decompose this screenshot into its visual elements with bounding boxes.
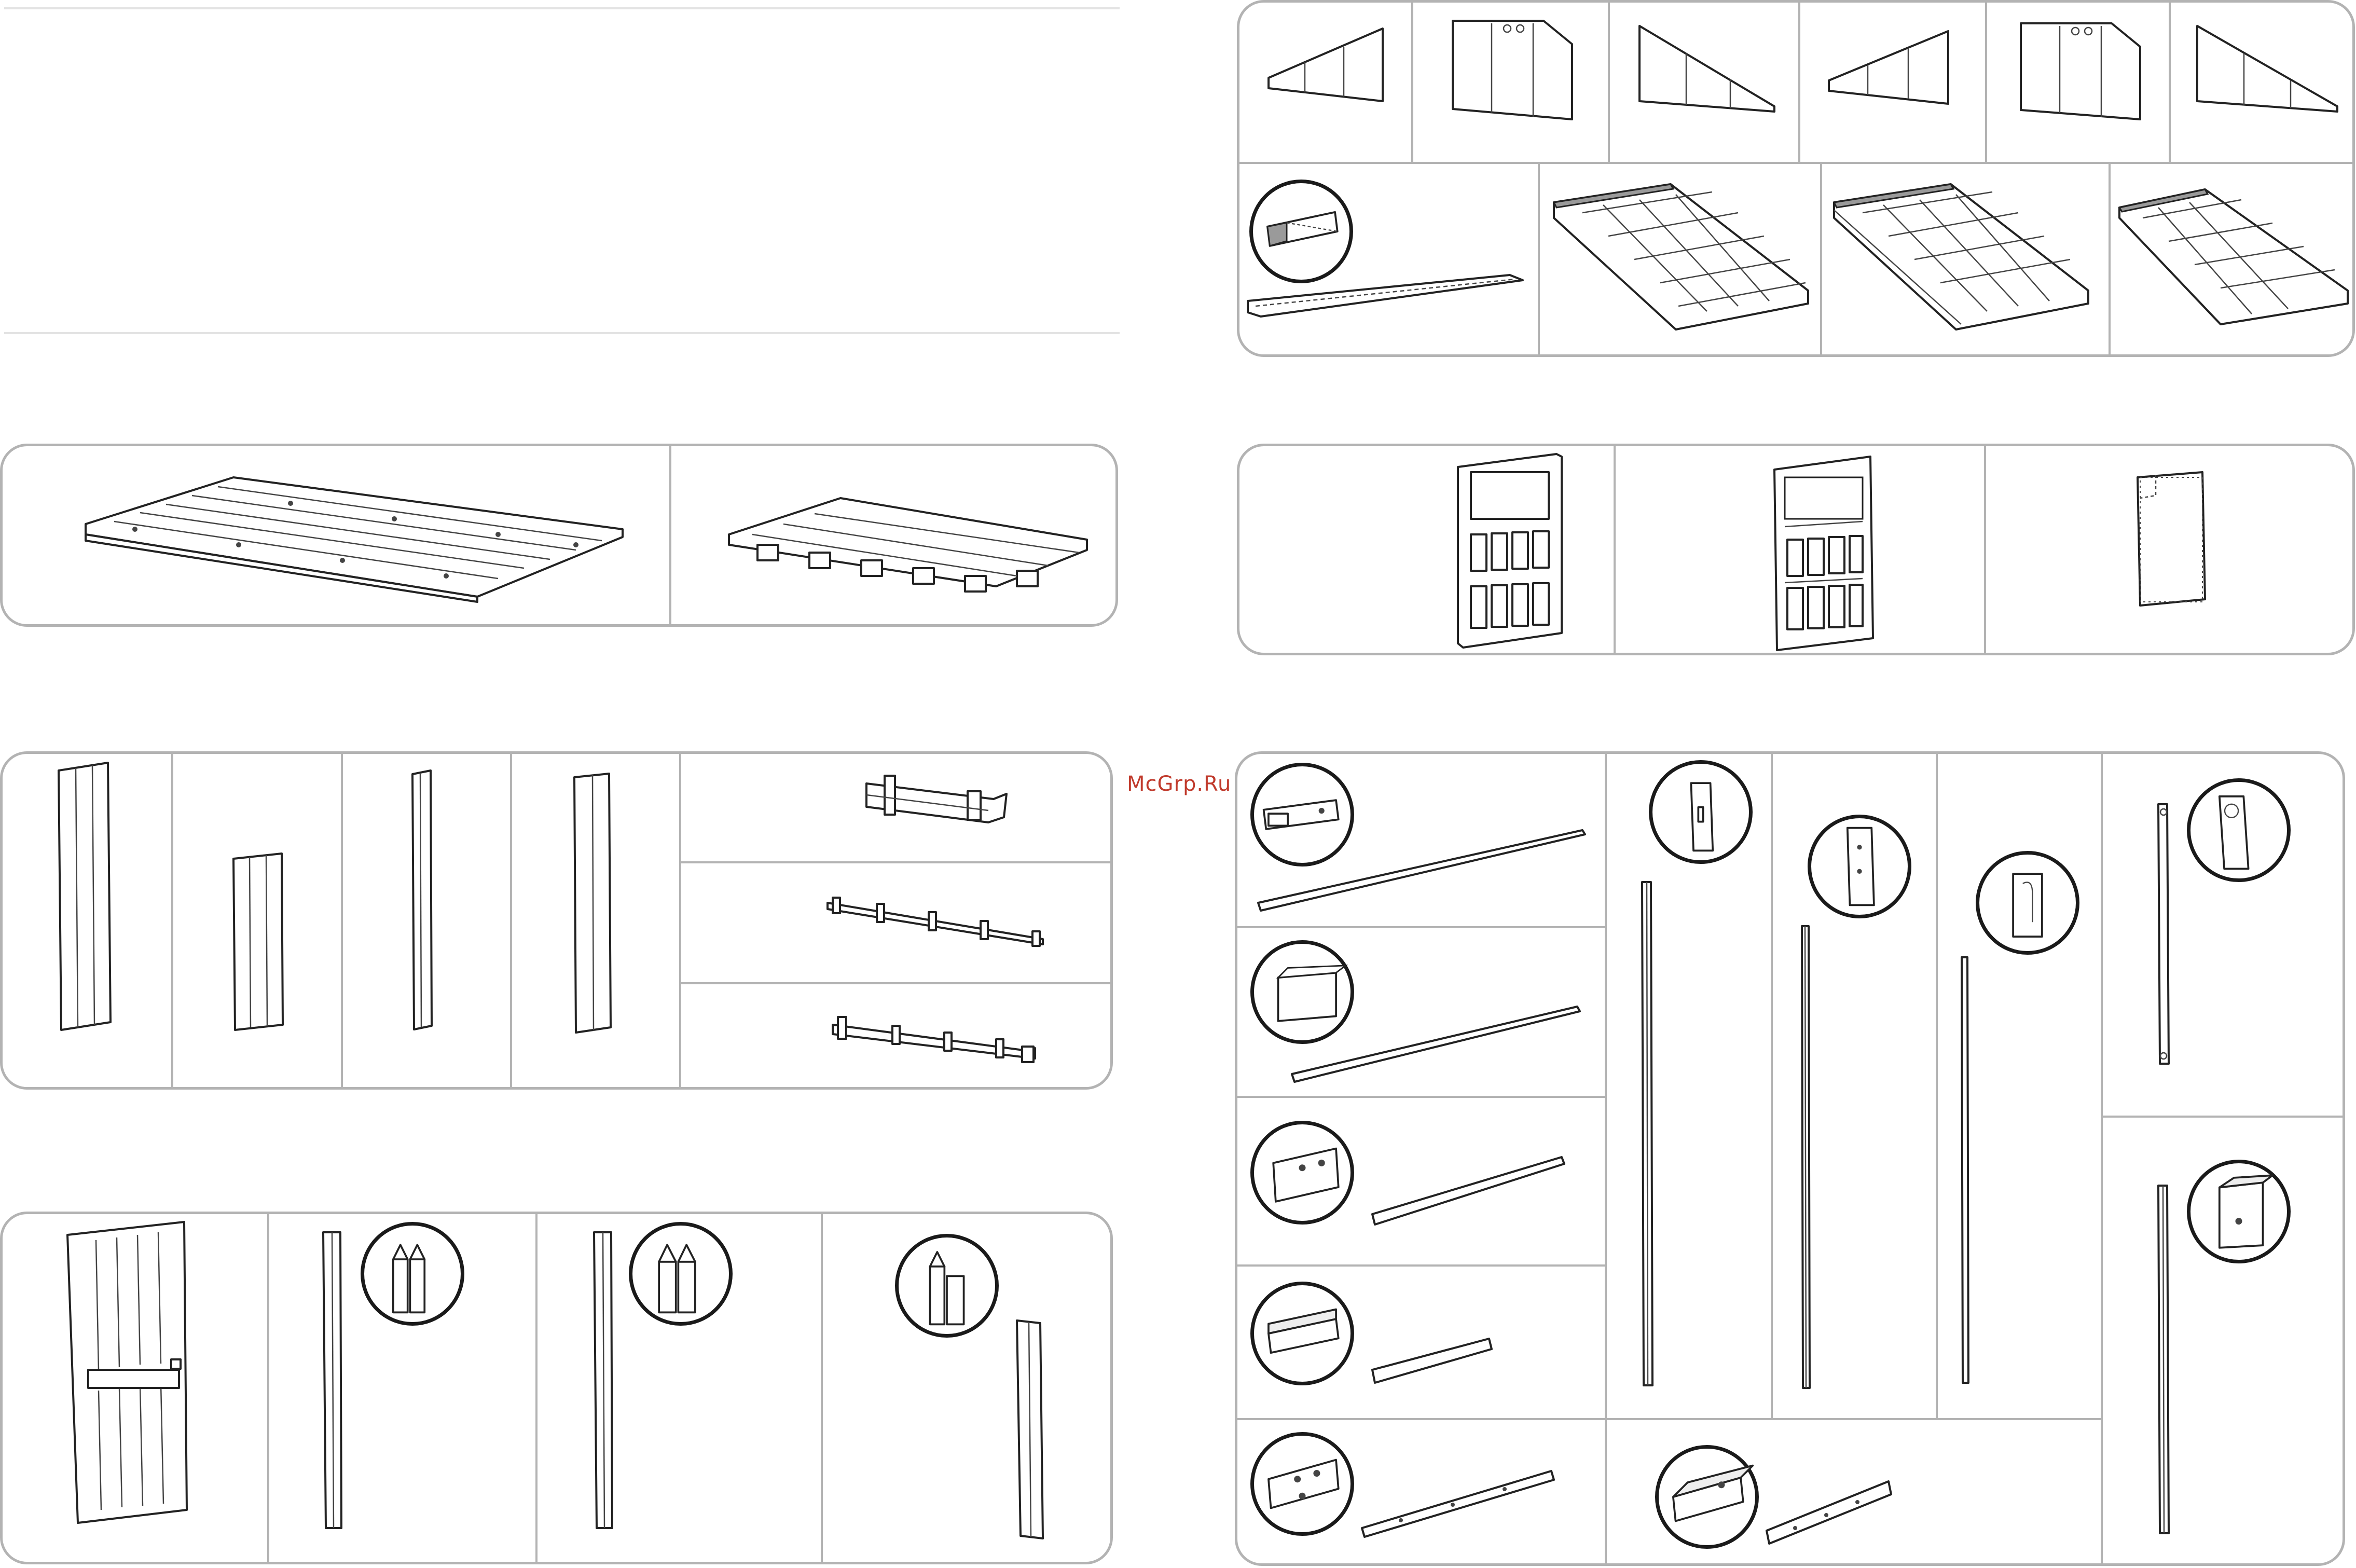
divider bbox=[821, 1213, 823, 1563]
magnifier-callout-icon bbox=[2187, 778, 2291, 882]
divider bbox=[1820, 163, 1822, 356]
roof-tile-panel-2 bbox=[1831, 182, 2091, 332]
magnifier-callout-icon bbox=[1250, 1121, 1354, 1225]
top-rule bbox=[4, 7, 1120, 9]
divider bbox=[669, 445, 671, 626]
divider bbox=[1771, 753, 1773, 1418]
long-beam-brackets-2 bbox=[830, 1014, 1038, 1069]
window-pane-sheet bbox=[2135, 470, 2208, 607]
divider bbox=[681, 982, 1111, 984]
divider bbox=[2169, 2, 2171, 163]
magnifier-callout-icon bbox=[629, 1222, 733, 1326]
magnifier-callout-icon bbox=[361, 1222, 464, 1326]
window-panel-framed bbox=[1455, 451, 1564, 649]
long-beam-brackets bbox=[825, 892, 1048, 950]
door-leaf bbox=[65, 1219, 189, 1525]
magnifier-callout-icon bbox=[895, 1234, 999, 1338]
post-profile-3 bbox=[1959, 955, 1971, 1385]
divider bbox=[267, 1213, 269, 1563]
gable-pentagon bbox=[1450, 18, 1575, 122]
gable-sloped bbox=[1637, 23, 1777, 112]
divider bbox=[1614, 445, 1616, 654]
divider bbox=[1984, 445, 1986, 654]
post-profile-1 bbox=[1639, 879, 1655, 1388]
magnifier-callout-icon bbox=[1249, 180, 1353, 283]
divider bbox=[341, 753, 343, 1088]
gable-triangle-small bbox=[1266, 26, 1385, 104]
magnifier-callout-icon bbox=[1976, 851, 2079, 955]
divider bbox=[1236, 926, 1606, 928]
divider bbox=[2101, 753, 2103, 1564]
divider bbox=[1236, 1418, 2102, 1420]
watermark: McGrp.Ru bbox=[1127, 772, 1231, 796]
magnifier-callout-icon bbox=[1250, 940, 1354, 1044]
rail-profile-4 bbox=[1370, 1333, 1494, 1388]
gable-triangle-small-2 bbox=[1826, 29, 1951, 106]
post-profile-4 bbox=[2156, 802, 2171, 1066]
divider bbox=[1605, 753, 1607, 1564]
wall-panel-medium bbox=[572, 772, 613, 1034]
magnifier-callout-icon bbox=[1250, 1282, 1354, 1385]
rail-profile-3 bbox=[1370, 1154, 1567, 1227]
magnifier-callout-icon bbox=[1655, 1445, 1759, 1549]
wall-panel-short bbox=[231, 851, 285, 1033]
divider bbox=[171, 753, 173, 1088]
post-profile-5 bbox=[2156, 1183, 2171, 1536]
divider bbox=[1608, 2, 1610, 163]
divider bbox=[679, 753, 681, 1088]
magnifier-callout-icon bbox=[1250, 763, 1354, 866]
divider bbox=[535, 1213, 538, 1563]
post-profile-2 bbox=[1799, 924, 1812, 1391]
magnifier-callout-icon bbox=[2187, 1160, 2291, 1263]
magnifier-callout-icon bbox=[1808, 815, 1911, 918]
divider bbox=[1236, 1264, 1606, 1267]
door-post-corner bbox=[1014, 1318, 1045, 1541]
magnifier-callout-icon bbox=[1250, 1432, 1354, 1536]
window-panel-back bbox=[1772, 454, 1876, 651]
divider bbox=[1985, 2, 1987, 163]
divider bbox=[1236, 1096, 1606, 1098]
roof-tile-panel-3 bbox=[2117, 187, 2350, 327]
gable-pentagon-2 bbox=[2018, 21, 2143, 122]
divider bbox=[510, 753, 512, 1088]
divider bbox=[1798, 2, 1800, 163]
divider bbox=[2109, 163, 2111, 356]
wall-panel-narrow bbox=[410, 769, 433, 1031]
divider bbox=[681, 861, 1111, 863]
door-post-right bbox=[591, 1230, 615, 1531]
floor-panel-small bbox=[726, 488, 1090, 602]
door-post-left bbox=[321, 1230, 344, 1531]
divider bbox=[1936, 753, 1938, 1418]
divider bbox=[1411, 2, 1413, 163]
rail-profile-6 bbox=[1764, 1479, 1894, 1546]
short-beam-bracket bbox=[864, 773, 1009, 830]
second-rule bbox=[4, 332, 1120, 334]
floor-panel-large bbox=[83, 472, 628, 602]
divider bbox=[1538, 163, 1540, 356]
divider bbox=[1238, 162, 2353, 164]
gable-sloped-2 bbox=[2195, 23, 2340, 112]
magnifier-callout-icon bbox=[1649, 760, 1753, 864]
rail-profile-5 bbox=[1359, 1468, 1556, 1541]
wall-panel-wide bbox=[56, 760, 113, 1033]
divider bbox=[2102, 1116, 2344, 1118]
roof-tile-panel-1 bbox=[1551, 182, 1811, 332]
